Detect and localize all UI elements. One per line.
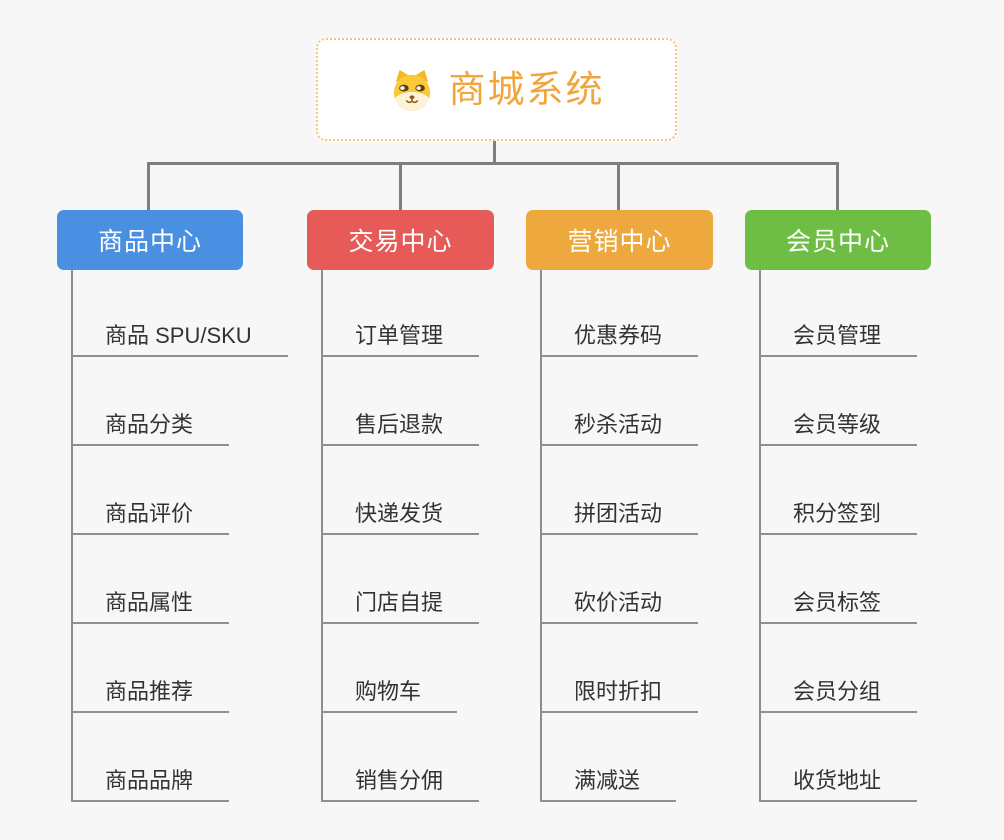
leaf-node[interactable]: 商品推荐 xyxy=(71,678,230,713)
leaf-node[interactable]: 订单管理 xyxy=(321,322,480,357)
root-title: 商城系统 xyxy=(448,69,605,110)
branch-node-member-center[interactable]: 会员中心 xyxy=(745,210,931,270)
leaf-node[interactable]: 门店自提 xyxy=(321,589,480,624)
leaf-node[interactable]: 销售分佣 xyxy=(321,767,480,802)
leaf-node[interactable]: 收货地址 xyxy=(759,767,918,802)
leaf-node[interactable]: 拼团活动 xyxy=(540,500,699,535)
branch-node-trade-center[interactable]: 交易中心 xyxy=(307,210,494,270)
branch-node-product-center[interactable]: 商品中心 xyxy=(57,210,243,270)
leaf-node[interactable]: 砍价活动 xyxy=(540,589,699,624)
leaf-node[interactable]: 商品 SPU/SKU xyxy=(71,322,288,357)
leaf-node[interactable]: 快递发货 xyxy=(321,500,480,535)
leaf-node[interactable]: 秒杀活动 xyxy=(540,411,699,446)
leaf-node[interactable]: 售后退款 xyxy=(321,411,480,446)
leaf-node[interactable]: 限时折扣 xyxy=(540,678,699,713)
leaf-node[interactable]: 积分签到 xyxy=(759,500,918,535)
leaf-node[interactable]: 会员标签 xyxy=(759,589,918,624)
shiba-dog-icon xyxy=(389,69,435,111)
trunk-trade xyxy=(321,270,323,802)
leaf-node[interactable]: 会员分组 xyxy=(759,678,918,713)
connector-drop-product xyxy=(147,162,150,210)
leaf-node[interactable]: 满减送 xyxy=(540,767,677,802)
leaf-node[interactable]: 商品品牌 xyxy=(71,767,230,802)
leaf-node[interactable]: 优惠券码 xyxy=(540,322,699,357)
connector-root-stub xyxy=(493,141,496,164)
leaf-node[interactable]: 会员等级 xyxy=(759,411,918,446)
connector-drop-marketing xyxy=(617,162,620,210)
branch-node-marketing-center[interactable]: 营销中心 xyxy=(526,210,713,270)
root-node[interactable]: 商城系统 xyxy=(316,38,677,141)
trunk-marketing xyxy=(540,270,542,802)
leaf-node[interactable]: 商品属性 xyxy=(71,589,230,624)
leaf-node[interactable]: 购物车 xyxy=(321,678,458,713)
leaf-node[interactable]: 会员管理 xyxy=(759,322,918,357)
connector-drop-trade xyxy=(399,162,402,210)
connector-drop-member xyxy=(836,162,839,210)
leaf-node[interactable]: 商品分类 xyxy=(71,411,230,446)
trunk-product xyxy=(71,270,73,802)
connector-horizontal xyxy=(147,162,839,165)
leaf-node[interactable]: 商品评价 xyxy=(71,500,230,535)
trunk-member xyxy=(759,270,761,802)
